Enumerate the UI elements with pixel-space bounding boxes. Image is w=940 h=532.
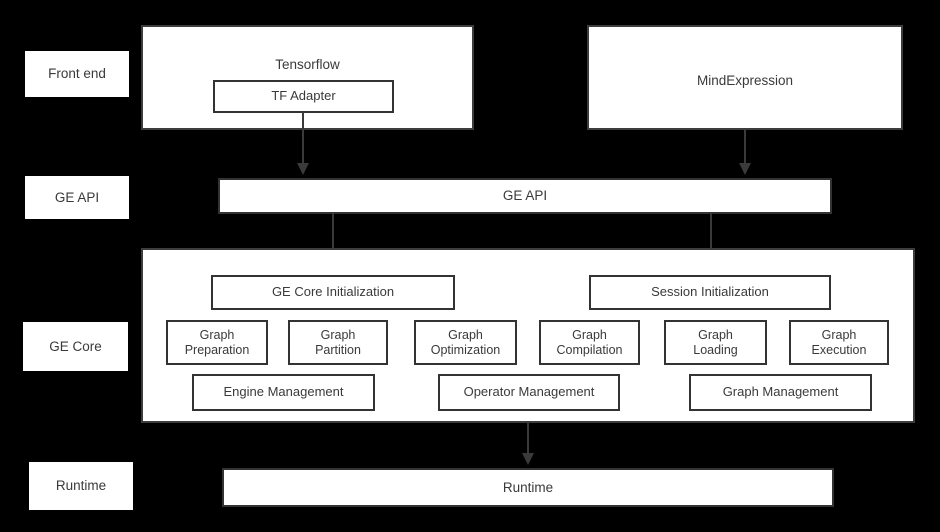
graph-loading-box[interactable]: Graph Loading — [664, 320, 767, 365]
layer-label-front-end: Front end — [25, 51, 129, 97]
ge-api-bar[interactable]: GE API — [218, 178, 832, 214]
layer-label-ge-api: GE API — [25, 176, 129, 219]
graph-execution-box[interactable]: Graph Execution — [789, 320, 889, 365]
arrowhead-mindexpression-to-ge-api — [739, 163, 751, 175]
mindexpression-title: MindExpression — [696, 73, 794, 88]
engine-management-box[interactable]: Engine Management — [192, 374, 375, 411]
runtime-bar[interactable]: Runtime — [222, 468, 834, 507]
arrowhead-tf-adapter-to-ge-api — [297, 163, 309, 175]
graph-optimization-box[interactable]: Graph Optimization — [414, 320, 517, 365]
connector-ge-api-to-session-init — [710, 212, 712, 260]
tf-adapter-box[interactable]: TF Adapter — [213, 80, 394, 113]
layer-label-runtime: Runtime — [29, 462, 133, 510]
ge-core-initialization-box[interactable]: GE Core Initialization — [211, 275, 455, 310]
connector-tf-adapter-to-ge-api — [302, 112, 304, 164]
arrowhead-ge-core-to-runtime — [522, 453, 534, 465]
connector-ge-core-to-runtime — [527, 421, 529, 454]
graph-compilation-box[interactable]: Graph Compilation — [539, 320, 640, 365]
connector-mindexpression-to-ge-api — [744, 130, 746, 164]
tensorflow-group: Tensorflow — [141, 25, 474, 130]
layer-label-ge-core: GE Core — [23, 322, 128, 371]
graph-preparation-box[interactable]: Graph Preparation — [166, 320, 268, 365]
graph-partition-box[interactable]: Graph Partition — [288, 320, 388, 365]
tensorflow-title: Tensorflow — [275, 57, 340, 72]
mindexpression-group: MindExpression — [587, 25, 903, 130]
session-initialization-box[interactable]: Session Initialization — [589, 275, 831, 310]
graph-management-box[interactable]: Graph Management — [689, 374, 872, 411]
operator-management-box[interactable]: Operator Management — [438, 374, 620, 411]
connector-ge-api-to-ge-core-init — [332, 212, 334, 260]
